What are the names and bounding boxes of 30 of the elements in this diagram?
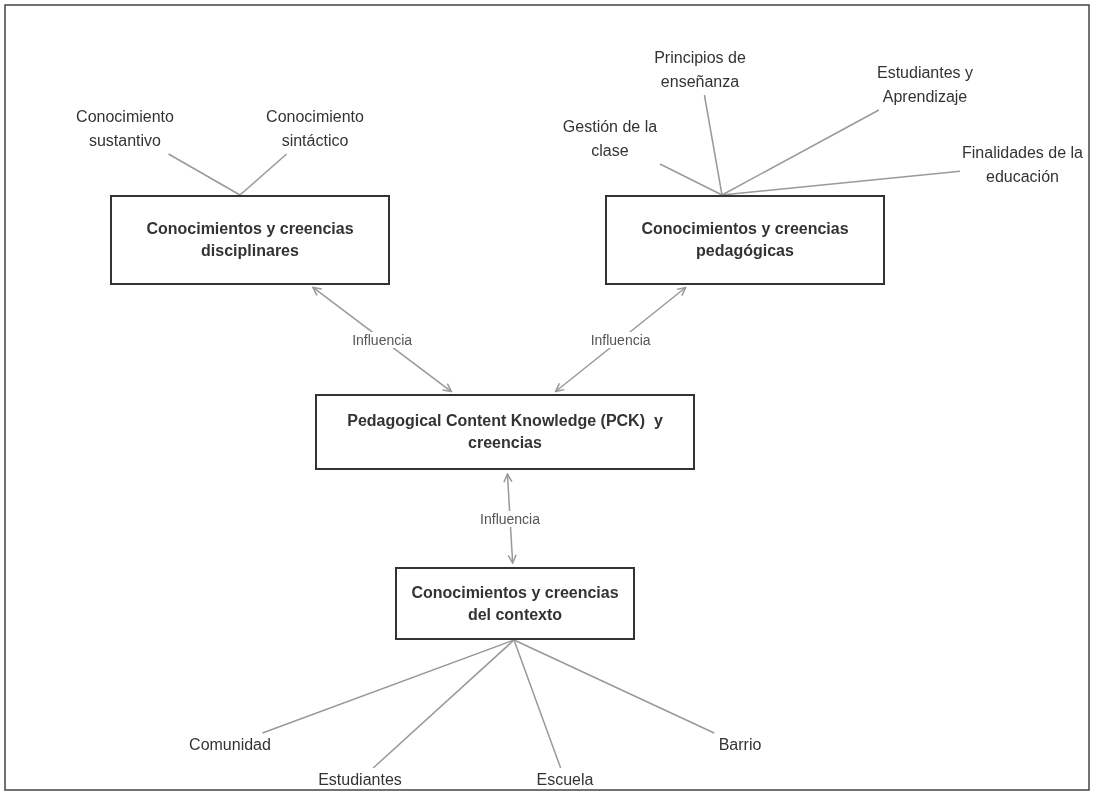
connector-line: [703, 94, 723, 196]
connector-line: [372, 639, 515, 769]
concept-box: [315, 394, 695, 470]
box-text: Conocimientos y creencias disciplinares: [145, 219, 355, 261]
topic-text: Barrio: [710, 733, 770, 757]
connector-line: [721, 170, 961, 196]
topic-text: Estudiantes y Aprendizaje: [860, 60, 990, 110]
box-text: Conocimientos y creencias del contexto: [410, 582, 620, 625]
connector-line: [513, 639, 715, 734]
topic-text: Escuela: [525, 768, 605, 792]
topic-text: Conocimiento sustantivo: [55, 104, 195, 154]
connector-line: [239, 153, 288, 196]
edge-label: Influencia: [478, 510, 542, 527]
topic-text: Estudiantes: [305, 768, 415, 792]
connector-line: [261, 639, 515, 734]
topic-text: Gestión de la clase: [550, 114, 670, 164]
box-text: Pedagogical Content Knowledge (PCK) y creencias: [346, 411, 664, 453]
edge-label: Influencia: [350, 331, 415, 348]
topic-text: Principios de enseñanza: [635, 45, 765, 95]
connector-line: [721, 109, 880, 196]
topic-text: Conocimiento sintáctico: [245, 104, 385, 154]
connector-line: [659, 163, 723, 196]
concept-box: [605, 195, 885, 285]
concept-box: [395, 567, 635, 640]
connector-line: [167, 153, 241, 196]
topic-text: Comunidad: [180, 733, 280, 757]
concept-box: [110, 195, 390, 285]
box-text: Conocimientos y creencias pedagógicas: [640, 219, 850, 261]
connector-line: [513, 639, 562, 769]
topic-text: Finalidades de la educación: [960, 140, 1085, 190]
